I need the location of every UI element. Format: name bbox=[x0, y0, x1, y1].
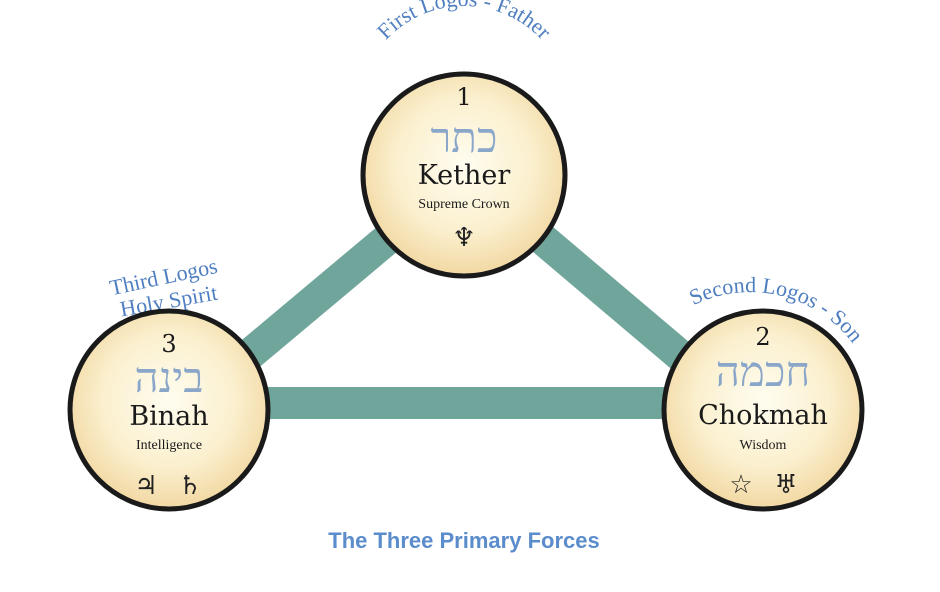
chokmah-circle bbox=[661, 308, 865, 512]
kether-circle bbox=[360, 71, 568, 279]
binah-circle bbox=[67, 308, 271, 512]
kether-number: 1 bbox=[456, 83, 471, 111]
path-kether-binah bbox=[214, 207, 421, 388]
binah-number: 3 bbox=[161, 330, 176, 358]
neptune-icon: ♆ bbox=[452, 223, 475, 253]
chokmah-number: 2 bbox=[755, 323, 770, 351]
diagram-caption: The Three Primary Forces bbox=[328, 528, 599, 553]
star-icon: ☆ bbox=[729, 470, 752, 500]
kether-name: Kether bbox=[418, 160, 511, 191]
chokmah-hebrew: חכמה bbox=[716, 347, 810, 396]
sephira-kether: First Logos - Father 1 כתר Kether Suprem… bbox=[360, 0, 568, 279]
uranus-icon: ♅ bbox=[774, 470, 797, 500]
sephira-chokmah: Second Logos - Son 2 חכמה Chokmah Wisdom… bbox=[661, 272, 869, 512]
binah-hebrew: בינה bbox=[134, 353, 203, 402]
binah-name: Binah bbox=[129, 401, 208, 432]
sephira-binah: Third Logos Holy Spirit 3 בינה Binah Int… bbox=[67, 253, 271, 512]
kether-subtitle: Supreme Crown bbox=[418, 197, 509, 212]
chokmah-subtitle: Wisdom bbox=[740, 438, 787, 453]
chokmah-name: Chokmah bbox=[698, 400, 828, 431]
kether-hebrew: כתר bbox=[431, 113, 498, 162]
saturn-icon: ♄ bbox=[178, 471, 201, 501]
binah-subtitle: Intelligence bbox=[136, 438, 202, 453]
arc-label-kether: First Logos - Father bbox=[372, 0, 557, 44]
jupiter-icon: ♃ bbox=[134, 471, 157, 501]
